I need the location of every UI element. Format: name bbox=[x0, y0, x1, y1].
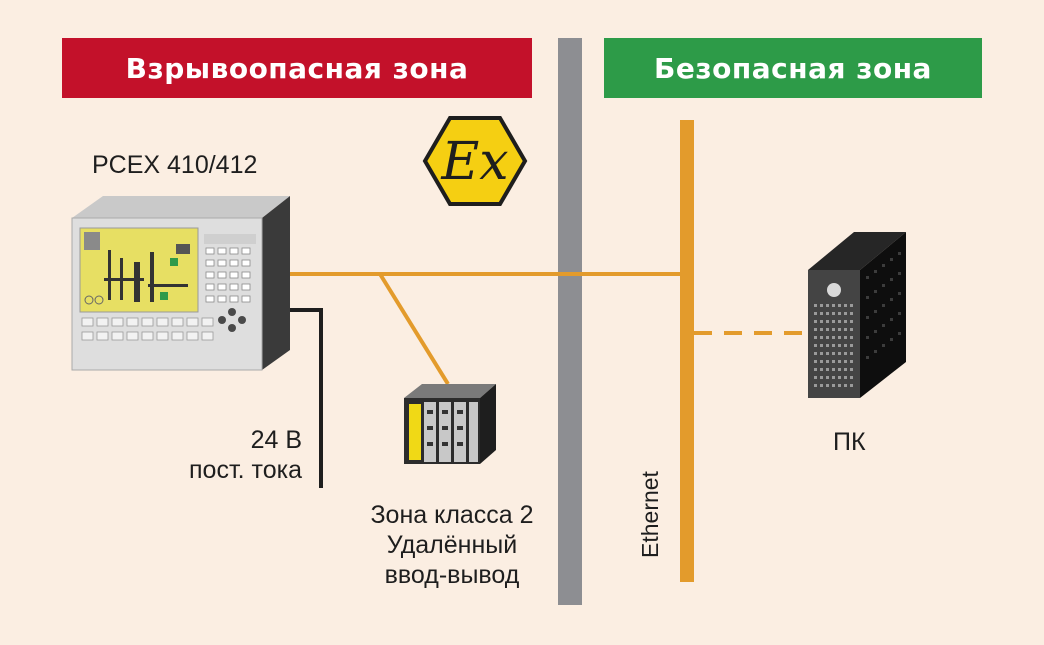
pcex-panel-icon bbox=[71, 196, 290, 371]
remote-io-label-line-2: Удалённый bbox=[386, 531, 518, 559]
ex-mark-text: Ex bbox=[440, 132, 508, 192]
panel-keypad bbox=[205, 247, 251, 303]
panel-label: PCEX 410/412 bbox=[92, 151, 258, 179]
remote-io-label-line-3: ввод-вывод bbox=[384, 561, 520, 589]
ethernet-label: Ethernet bbox=[637, 471, 663, 558]
ethernet-bus bbox=[680, 120, 694, 582]
power-label-line-2: пост. тока bbox=[189, 456, 302, 484]
pc-label: ПК bbox=[833, 428, 866, 456]
hazardous-zone-label: Взрывоопасная зона bbox=[125, 51, 469, 85]
zone-barrier bbox=[558, 38, 582, 605]
power-label: 24 В пост. тока bbox=[189, 425, 302, 485]
remote-io-label: Зона класса 2 Удалённый ввод-вывод bbox=[342, 500, 562, 590]
hazardous-zone-banner: Взрывоопасная зона bbox=[62, 38, 532, 98]
ex-hazard-icon: Ex bbox=[422, 116, 528, 206]
safe-zone-label: Безопасная зона bbox=[654, 51, 932, 85]
remote-io-module-icon bbox=[404, 384, 496, 464]
panel-function-keys bbox=[81, 317, 214, 341]
safe-zone-banner: Безопасная зона bbox=[604, 38, 982, 98]
pc-tower-icon bbox=[808, 232, 906, 398]
remote-io-network-link bbox=[378, 272, 450, 386]
remote-io-label-line-1: Зона класса 2 bbox=[370, 501, 534, 529]
power-label-line-1: 24 В bbox=[250, 426, 302, 454]
power-cable bbox=[290, 308, 323, 488]
